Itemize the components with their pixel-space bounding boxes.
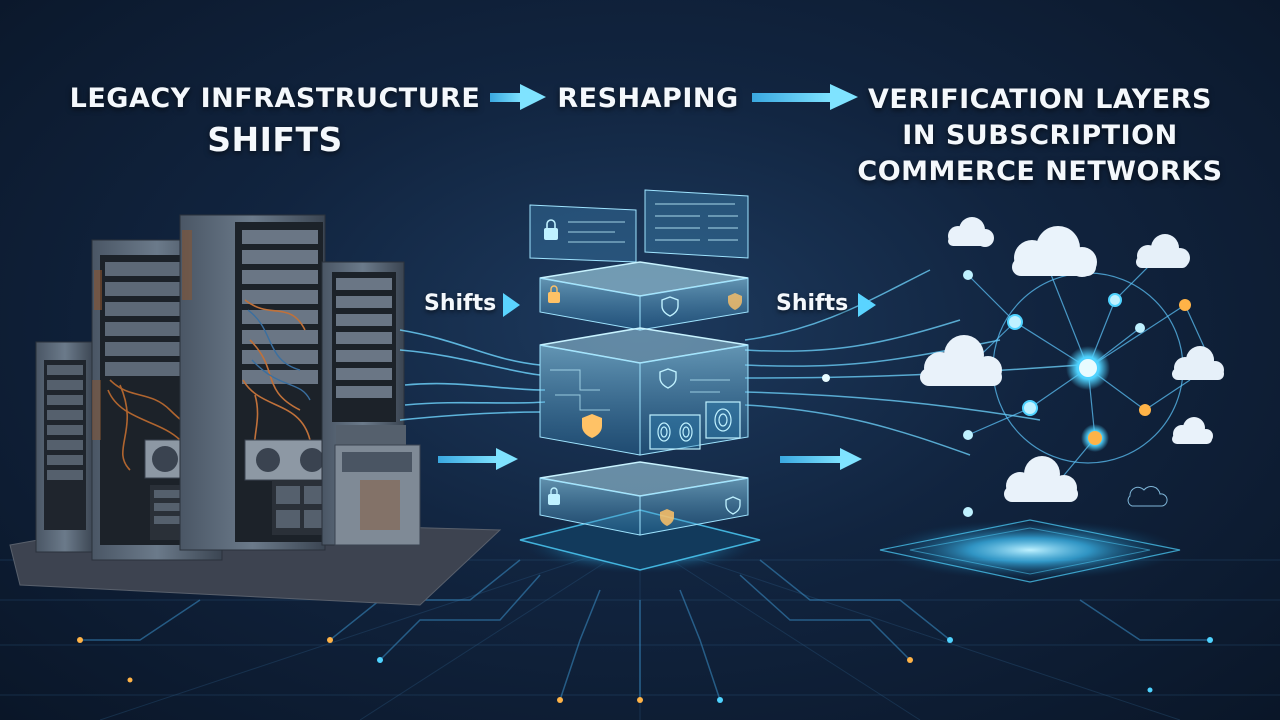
circuit-dots (77, 637, 1213, 703)
network-node-icon (963, 507, 973, 517)
cloud-icon (1127, 486, 1168, 507)
fingerprint-icon (649, 414, 701, 450)
cloud-icon (920, 335, 1002, 386)
shield-icon (728, 293, 742, 310)
cloud-icon (1136, 234, 1190, 268)
legacy-heading-line2: SHIFTS (207, 120, 343, 159)
cloud-icon (1012, 226, 1097, 277)
verification-layer (539, 327, 749, 456)
arrow-right-icon (858, 293, 876, 317)
verification-layer (539, 461, 749, 536)
server-rack-icon (321, 261, 421, 546)
reshaping-layer-stack (519, 189, 761, 573)
shield-icon (659, 368, 677, 389)
server-rack-icon (179, 214, 336, 551)
cloud-network (822, 217, 1224, 583)
shield-icon (725, 496, 741, 515)
floating-panel (529, 204, 637, 263)
network-node-icon (1022, 400, 1038, 416)
network-node-icon (1179, 299, 1191, 311)
lock-icon (544, 219, 558, 240)
network-node-icon (1007, 314, 1023, 330)
reshaping-heading: RESHAPING (557, 83, 739, 114)
legacy-heading-line1: LEGACY INFRASTRUCTURE (69, 83, 481, 114)
cloud-icon (1004, 456, 1078, 502)
legacy-server-group (9, 214, 502, 606)
floating-panel (644, 189, 749, 259)
network-node-icon (1139, 404, 1151, 416)
network-node-icon (963, 430, 973, 440)
network-node-icon (1066, 346, 1110, 390)
network-glow-pad (880, 520, 1180, 580)
shield-icon (582, 414, 602, 438)
legacy-heading: LEGACY INFRASTRUCTURE SHIFTS (60, 82, 490, 160)
data-stream-lines (399, 329, 546, 421)
shifts-label-right: Shifts (776, 291, 849, 316)
verification-heading-line2: IN SUBSCRIPTION (902, 120, 1178, 151)
verification-heading: VERIFICATION LAYERS IN SUBSCRIPTION COMM… (840, 82, 1240, 190)
server-rack-icon (35, 341, 95, 553)
cloud-icon (948, 217, 994, 247)
network-node-icon (1135, 323, 1145, 333)
arrow-right-icon (490, 84, 546, 110)
network-node-icon (963, 270, 973, 280)
cloud-icon (1172, 346, 1224, 380)
arrow-right-icon (438, 448, 518, 470)
shield-icon (660, 509, 674, 526)
verification-layer (539, 261, 749, 331)
shifts-label-left: Shifts (424, 291, 497, 316)
lock-icon (548, 487, 560, 505)
network-node-icon (822, 374, 830, 382)
arrow-right-icon (752, 84, 858, 110)
arrow-right-icon (780, 448, 862, 470)
cloud-icon (1172, 417, 1213, 444)
verification-heading-line1: VERIFICATION LAYERS (868, 84, 1212, 115)
circuit-traces (80, 559, 1210, 701)
network-node-icon (1108, 293, 1122, 307)
verification-heading-line3: COMMERCE NETWORKS (857, 156, 1223, 187)
arrow-right-icon (503, 293, 520, 317)
fingerprint-icon (705, 401, 741, 439)
lock-icon (548, 285, 560, 303)
network-node-icon (1081, 424, 1109, 452)
shield-icon (661, 296, 679, 317)
